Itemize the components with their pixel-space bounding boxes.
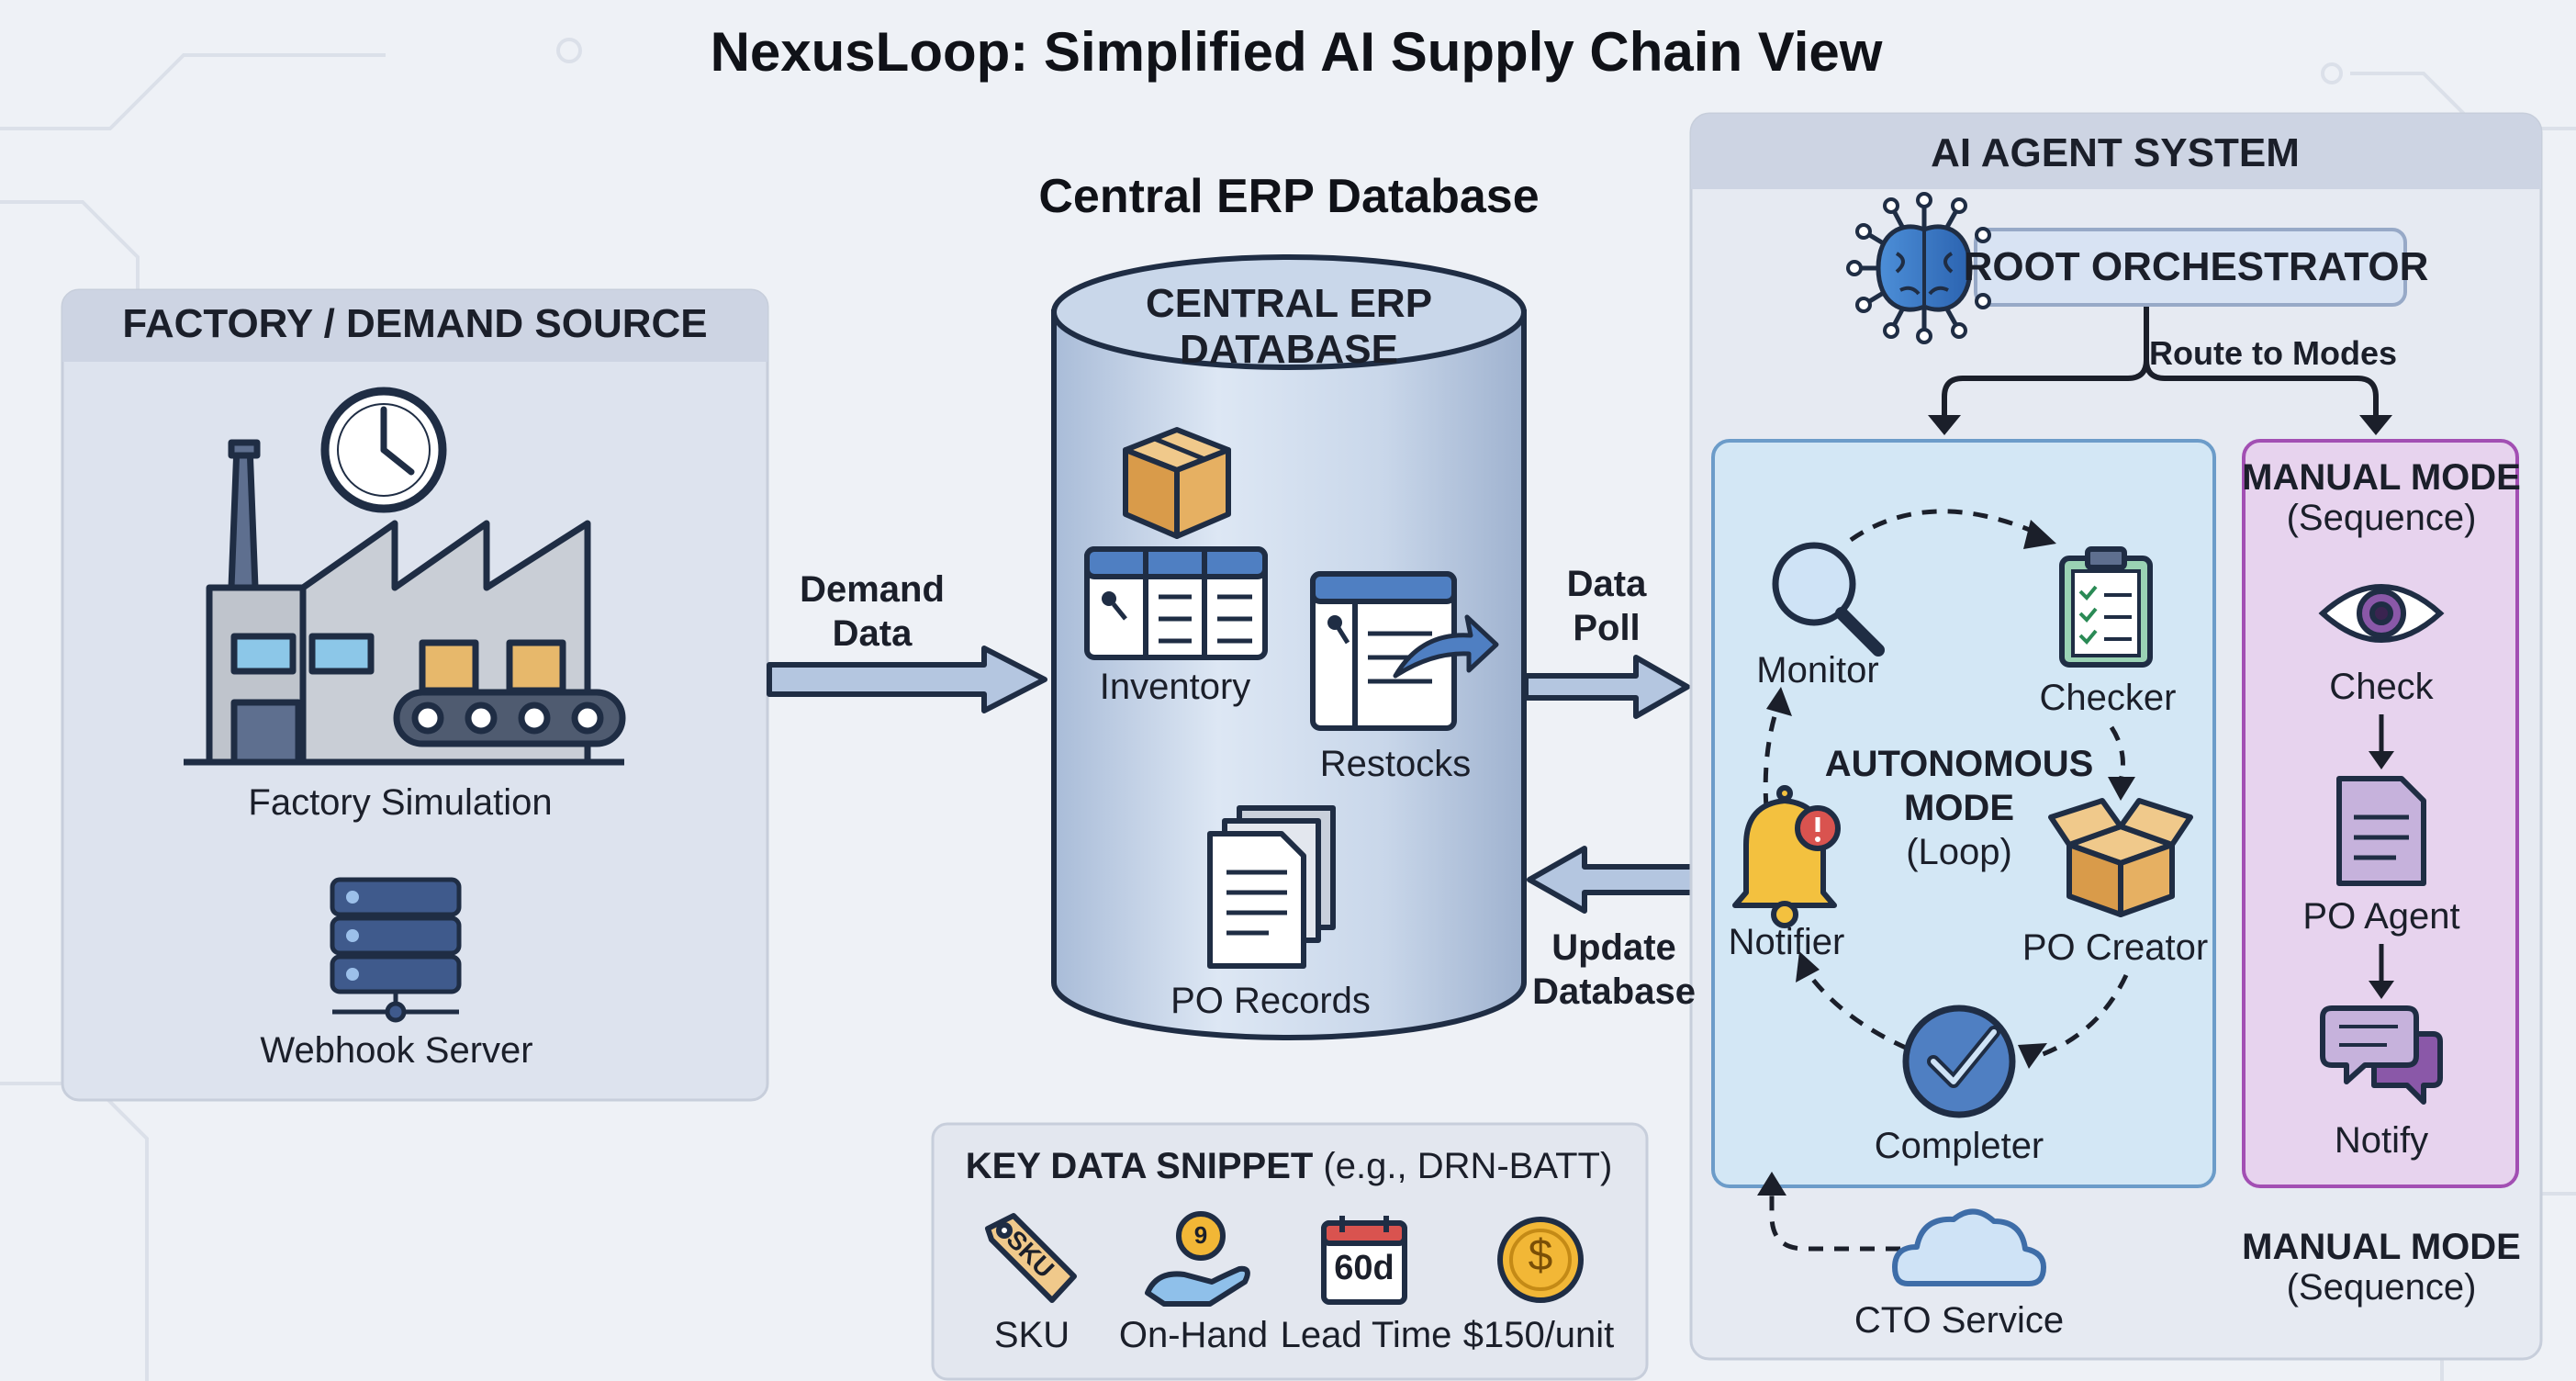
demand-data-arrow (767, 646, 1047, 713)
snippet-heading-bold: KEY DATA SNIPPET (965, 1146, 1314, 1186)
checker-clipboard-icon (2059, 546, 2153, 668)
data-poll-arrow (1523, 655, 1690, 719)
calendar-text: 60d (1334, 1249, 1394, 1287)
manual-mode-footer-line2: (Sequence) (2286, 1267, 2477, 1308)
autonomous-mode-title-line1: AUTONOMOUS (1824, 744, 2094, 784)
key-data-snippet-heading: KEY DATA SNIPPET (e.g., DRN-BATT) (966, 1146, 1613, 1187)
erp-cylinder-title-line1: CENTRAL ERP (1145, 281, 1433, 326)
update-database-label-line1: Update (1551, 927, 1676, 968)
monitor-magnifier-icon (1772, 542, 1885, 657)
data-poll-label-line1: Data (1566, 564, 1647, 604)
agent-system-heading: AI AGENT SYSTEM (1931, 130, 2300, 175)
factory-heading: FACTORY / DEMAND SOURCE (122, 301, 708, 346)
po-creator-box-icon (2048, 798, 2193, 917)
cto-cloud-icon (1892, 1208, 2046, 1286)
notify-label: Notify (2334, 1120, 2429, 1161)
notifier-label: Notifier (1728, 922, 1845, 962)
manual-mode-title-line1: MANUAL MODE (2242, 457, 2521, 498)
po-records-icon (1207, 805, 1336, 969)
erp-section-title: Central ERP Database (1038, 170, 1540, 223)
po-creator-label: PO Creator (2022, 927, 2209, 968)
root-orchestrator-label: ROOT ORCHESTRATOR (1963, 244, 2429, 289)
notify-chat-icon (2320, 1005, 2443, 1105)
clock-icon (320, 387, 447, 513)
demand-data-label-line2: Data (832, 613, 913, 654)
price-symbol: $ (1528, 1231, 1553, 1280)
server-icon (330, 877, 462, 1023)
po-records-label: PO Records (1170, 981, 1371, 1021)
update-database-label-line2: Database (1532, 971, 1696, 1012)
loop-arrows (1763, 509, 2129, 1252)
price-coin-icon (1497, 1217, 1584, 1303)
notifier-bell-icon (1732, 785, 1841, 928)
on-hand-icon (1145, 1211, 1250, 1307)
brain-icon (1846, 192, 1991, 344)
checker-label: Checker (2039, 678, 2177, 718)
cto-service-label: CTO Service (1854, 1300, 2065, 1341)
check-eye-icon (2318, 584, 2445, 643)
manual-mode-footer-line1: MANUAL MODE (2242, 1227, 2521, 1267)
inventory-table-icon (1084, 546, 1268, 660)
price-label: $150/unit (1462, 1315, 1615, 1355)
root-orchestrator-box (1974, 228, 2407, 307)
autonomous-mode-title-line3: (Loop) (1906, 832, 2012, 872)
monitor-label: Monitor (1756, 650, 1879, 690)
po-agent-document-icon (2336, 776, 2426, 886)
autonomous-mode-title-line2: MODE (1904, 788, 2014, 828)
restocks-label: Restocks (1319, 744, 1472, 784)
webhook-server-label: Webhook Server (260, 1030, 533, 1071)
sku-label: SKU (993, 1315, 1070, 1355)
erp-cylinder-title-line2: DATABASE (1180, 327, 1398, 372)
inventory-label: Inventory (1099, 667, 1251, 707)
completer-label: Completer (1874, 1126, 2044, 1166)
page-title: NexusLoop: Simplified AI Supply Chain Vi… (710, 21, 1883, 83)
key-data-snippet-panel (931, 1122, 1649, 1381)
check-label: Check (2329, 667, 2434, 707)
on-hand-label: On-Hand (1118, 1315, 1269, 1355)
restocks-icon (1310, 571, 1499, 731)
factory-simulation-label: Factory Simulation (248, 782, 553, 823)
route-arrows (1942, 307, 2379, 419)
factory-icon (184, 439, 626, 766)
snippet-heading-rest: (e.g., DRN-BATT) (1313, 1146, 1613, 1186)
lead-time-label: Lead Time (1280, 1315, 1452, 1355)
lead-time-calendar-icon (1321, 1216, 1407, 1305)
manual-mode-title-line2: (Sequence) (2286, 498, 2477, 538)
route-to-modes-label: Route to Modes (2149, 334, 2397, 372)
completer-check-icon (1902, 1005, 2016, 1118)
data-poll-label-line2: Poll (1573, 608, 1641, 648)
sku-tag-icon (985, 1213, 1077, 1303)
demand-data-label-line1: Demand (800, 569, 945, 610)
update-database-arrow (1527, 846, 1716, 914)
po-agent-label: PO Agent (2302, 896, 2460, 937)
on-hand-coin-text: 9 (1193, 1221, 1208, 1249)
package-icon (1123, 427, 1231, 539)
